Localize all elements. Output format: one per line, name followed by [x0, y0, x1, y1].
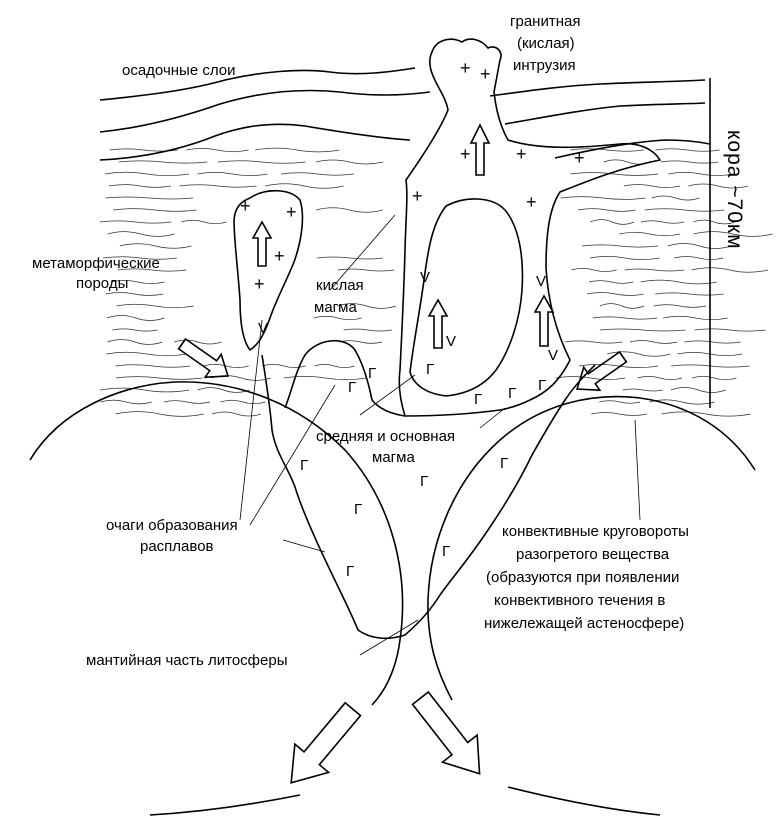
granite-intrusion — [399, 39, 660, 416]
granite-label-line1: гранитная — [510, 13, 580, 30]
convective-label-line5: нижележащей астеносфере) — [484, 615, 684, 632]
g-symbols: Г Г Г Г Г Г Г Г Г Г Г Г — [300, 361, 546, 580]
svg-text:+: + — [274, 246, 285, 266]
svg-text:+: + — [286, 202, 297, 222]
middle-magma-label-line1: средняя и основная — [316, 428, 455, 445]
svg-text:Г: Г — [348, 379, 356, 396]
svg-text:+: + — [480, 64, 491, 84]
metamorphic-label-line1: метаморфические — [32, 255, 160, 272]
svg-text:Г: Г — [500, 455, 508, 472]
foci-label-line1: очаги образования — [106, 517, 238, 534]
sedimentary-layers — [100, 68, 710, 160]
svg-text:+: + — [516, 144, 527, 164]
middle-magma-label-line2: магма — [372, 449, 415, 466]
granite-label-line2: (кислая) — [517, 35, 575, 52]
crust-label: кора ~70км — [723, 130, 746, 250]
bottom-left-arrow — [274, 695, 369, 797]
svg-text:+: + — [460, 58, 471, 78]
svg-text:+: + — [460, 144, 471, 164]
svg-text:Г: Г — [442, 543, 450, 560]
metamorphic-texture — [100, 148, 773, 416]
svg-text:Г: Г — [354, 501, 362, 518]
svg-text:+: + — [254, 274, 265, 294]
granite-label-line3: интрузия — [513, 57, 576, 74]
svg-text:Г: Г — [300, 457, 308, 474]
svg-text:Г: Г — [426, 361, 434, 378]
svg-text:+: + — [574, 148, 585, 168]
top-right-arrow — [569, 345, 631, 400]
bottom-right-arrow — [403, 685, 497, 788]
svg-text:+: + — [526, 192, 537, 212]
funnel-inner-left — [285, 341, 372, 408]
upward-arrow-1 — [471, 125, 489, 175]
bottom-left-arc — [150, 795, 300, 815]
svg-text:V: V — [420, 269, 430, 286]
convective-label-line4: конвективного течения в — [494, 592, 665, 609]
acid-magma-label-line2: магма — [314, 299, 357, 316]
foci-label-line2: расплавов — [140, 538, 214, 555]
svg-text:Г: Г — [538, 377, 546, 394]
mantle-label: мантийная часть литосферы — [86, 652, 287, 669]
svg-text:Г: Г — [508, 385, 516, 402]
svg-text:Г: Г — [420, 473, 428, 490]
svg-text:+: + — [412, 186, 423, 206]
svg-text:V: V — [536, 273, 546, 290]
svg-text:Г: Г — [474, 391, 482, 408]
acid-magma-label-line1: кислая — [316, 277, 364, 294]
v-symbols: V V V V V — [258, 269, 558, 364]
svg-text:V: V — [258, 320, 268, 337]
upward-arrow-3 — [429, 300, 447, 348]
svg-text:+: + — [240, 196, 251, 216]
upward-arrow-2 — [253, 222, 271, 266]
sedimentary-label: осадочные слои — [122, 62, 235, 79]
metamorphic-label-line2: породы — [76, 275, 128, 292]
svg-text:V: V — [548, 347, 558, 364]
svg-text:Г: Г — [368, 365, 376, 382]
convective-label-line2: разогретого вещества — [516, 546, 670, 563]
svg-text:V: V — [446, 333, 456, 350]
bottom-right-arc — [508, 787, 660, 815]
convective-label-line1: конвективные круговороты — [502, 523, 689, 540]
svg-text:Г: Г — [346, 563, 354, 580]
convective-label-line3: (образуются при появлении — [486, 569, 679, 586]
